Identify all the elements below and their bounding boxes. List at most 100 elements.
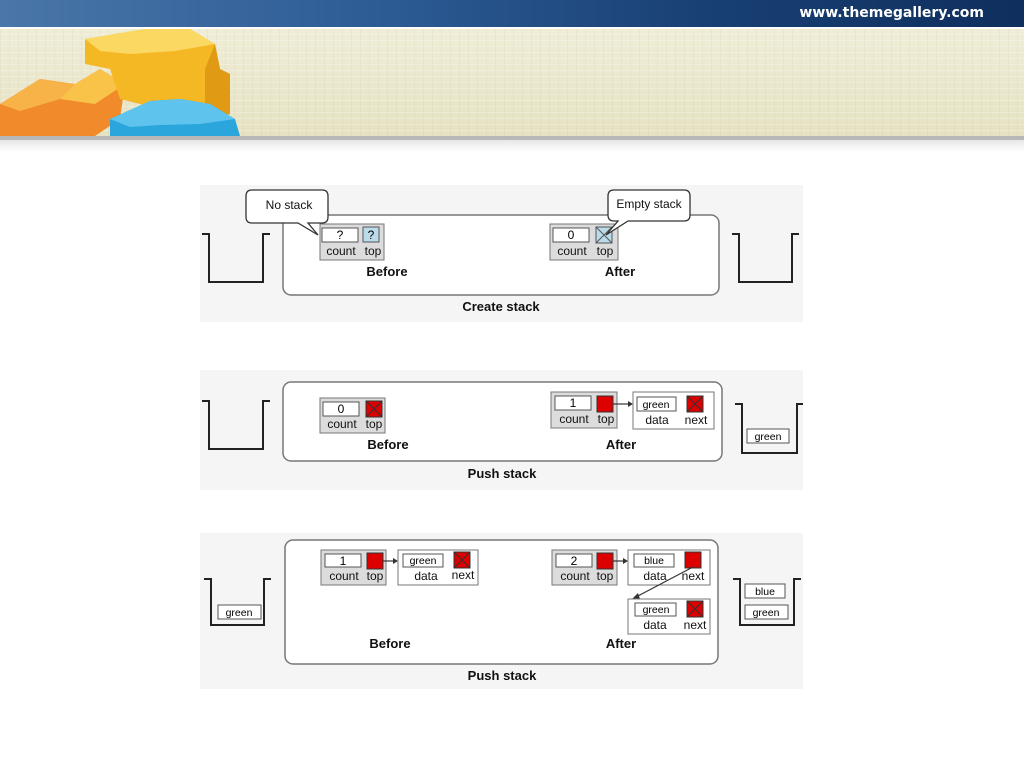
callout-text: No stack (266, 198, 314, 212)
count-label: count (559, 412, 589, 426)
empty-stack-left (202, 400, 270, 450)
stack-item-green (744, 604, 789, 620)
count-label: count (557, 244, 587, 258)
site-url: www.themegallery.com (799, 5, 984, 21)
push-blue-svg: green blue green 1 count top green data … (204, 539, 801, 683)
count-value: 1 (570, 396, 577, 410)
empty-stack-callout: Empty stack (605, 189, 691, 236)
stack-left (204, 578, 271, 626)
after-stack-head: 0 count top (549, 223, 619, 261)
top-value: ? (368, 228, 375, 242)
data-field (636, 396, 677, 412)
header-banner (0, 29, 1024, 136)
count-label: count (329, 569, 359, 583)
banner-shadow (0, 140, 1024, 152)
data-label: data (643, 618, 667, 632)
diagram-caption: Push stack (468, 466, 537, 481)
next-label: next (682, 569, 705, 583)
data-value: green (410, 555, 437, 567)
next-label: next (685, 413, 708, 427)
top-label: top (597, 569, 614, 583)
data-field (633, 553, 675, 568)
null-x-icon (453, 551, 471, 569)
count-field (321, 227, 359, 243)
create-stack-diagram: ? ? count top Before 0 count top After N… (200, 185, 803, 322)
stack-right (733, 578, 801, 626)
count-label: count (560, 569, 590, 583)
count-value: 1 (340, 554, 347, 568)
after-stack-head: 1 count top (550, 391, 618, 429)
push-green-diagram: green 0 count top Before 1 count top gre… (200, 370, 803, 490)
after-label: After (606, 437, 636, 452)
before-stack-head: 0 count top (319, 397, 386, 434)
null-x-icon (686, 600, 704, 618)
count-field (555, 553, 593, 568)
stack-item-label: green (226, 607, 253, 619)
top-pointer (596, 395, 614, 413)
null-x-icon (595, 226, 613, 244)
top-label: top (598, 412, 615, 426)
data-value: blue (644, 555, 664, 567)
next-label: next (684, 618, 707, 632)
data-field (634, 602, 677, 617)
diagram-caption: Create stack (462, 299, 540, 314)
top-label: top (597, 244, 614, 258)
after-label: After (606, 636, 636, 651)
top-label: top (366, 417, 383, 431)
stack-item-green (217, 604, 262, 620)
count-value: 0 (568, 228, 575, 242)
data-label: data (414, 569, 438, 583)
data-label: data (643, 569, 667, 583)
data-value: green (643, 399, 670, 411)
before-stack-head: 1 count top (320, 549, 387, 586)
callout-bubble (245, 189, 329, 236)
next-label: next (452, 568, 475, 582)
count-value: ? (337, 228, 344, 242)
top-label: top (367, 569, 384, 583)
arrow-head (393, 558, 398, 564)
top-field (362, 226, 380, 243)
null-x-icon (686, 395, 704, 413)
push-blue-diagram: green blue green 1 count top green data … (200, 533, 803, 689)
data-label: data (645, 413, 669, 427)
data-node-green: green data next (627, 598, 711, 635)
top-pointer (596, 552, 614, 570)
arrow-head (628, 401, 633, 407)
top-pointer (366, 552, 384, 570)
top-label: top (365, 244, 382, 258)
count-field (322, 401, 360, 417)
banner-divider (0, 136, 1024, 140)
arrow-head (632, 593, 640, 599)
count-value: 2 (571, 554, 578, 568)
stack-item-label: green (753, 607, 780, 619)
count-label: count (327, 417, 357, 431)
stack-item-green (746, 428, 790, 444)
stack-item-label: green (755, 431, 782, 443)
data-node-green: green data next (632, 391, 715, 430)
count-field (324, 553, 362, 568)
stack-item-label: blue (755, 586, 775, 598)
data-node-green: green data next (397, 549, 479, 586)
before-label: Before (369, 636, 410, 651)
diagram-caption: Push stack (468, 668, 537, 683)
count-field (552, 227, 590, 243)
push-green-svg: green 0 count top Before 1 count top gre… (202, 381, 803, 481)
before-label: Before (367, 437, 408, 452)
create-stack-svg: ? ? count top Before 0 count top After N… (202, 189, 799, 314)
count-field (554, 395, 592, 411)
empty-stack-left (202, 233, 270, 283)
data-field (402, 553, 444, 568)
arrow-head (623, 558, 628, 564)
after-stack-head: 2 count top (551, 549, 618, 586)
puzzle-blocks-logo (0, 29, 240, 136)
data-node-blue: blue data next (627, 549, 711, 586)
before-stack-head: ? ? count top (319, 223, 385, 261)
null-x-icon (365, 400, 383, 418)
next-pointer (684, 551, 702, 569)
after-label: After (605, 264, 635, 279)
stack-item-blue (744, 583, 786, 599)
no-stack-callout: No stack (245, 189, 329, 236)
next-pointer-arrow (635, 566, 694, 598)
empty-stack-right (732, 233, 799, 283)
count-value: 0 (338, 402, 345, 416)
